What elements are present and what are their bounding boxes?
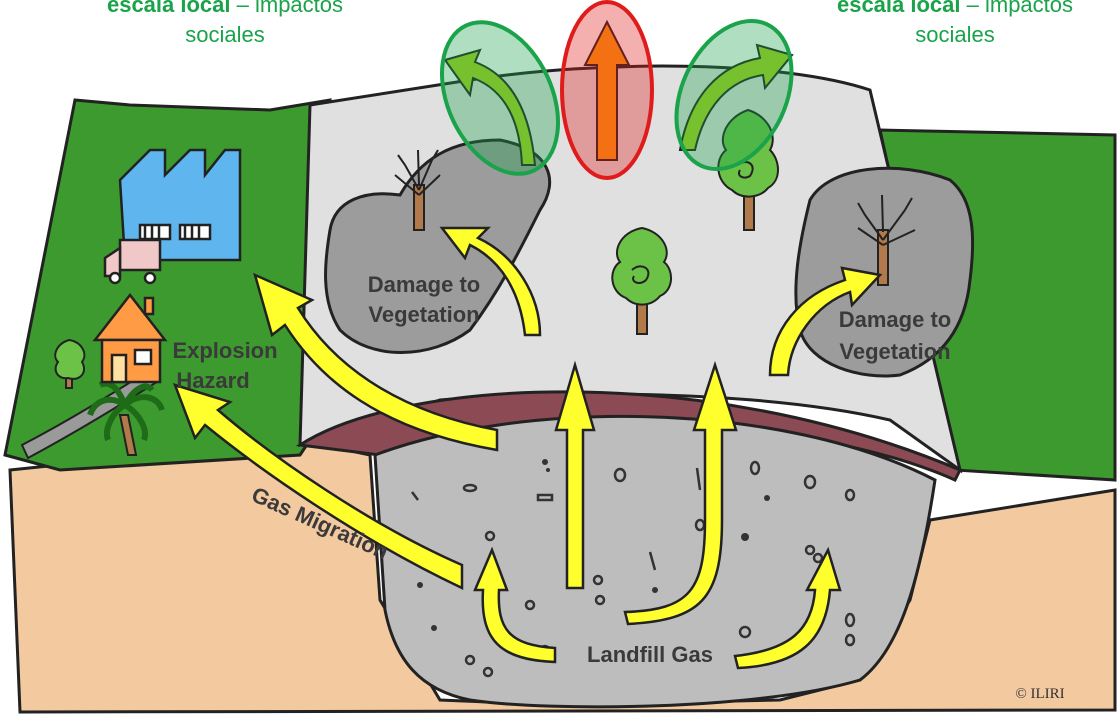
- header-left-rest: – impactos: [231, 0, 344, 17]
- label-damage-right-line2: Vegetation: [839, 339, 950, 364]
- left-grass-terrain: [5, 100, 330, 470]
- label-explosion-line2: Hazard: [176, 368, 249, 393]
- header-right: escala local – impactos sociales: [790, 0, 1120, 50]
- label-copyright: © ILIRI: [1015, 686, 1064, 702]
- header-right-rest: – impactos: [961, 0, 1074, 17]
- header-left-line2: sociales: [60, 20, 390, 50]
- label-damage-right-line1: Damage to: [839, 307, 951, 332]
- header-right-bold: escala local: [837, 0, 961, 17]
- header-right-line2: sociales: [790, 20, 1120, 50]
- label-damage-left-line1: Damage to: [368, 272, 480, 297]
- highlight-center: [562, 2, 652, 178]
- header-left-bold: escala local: [107, 0, 231, 17]
- label-damage-left-line2: Vegetation: [368, 302, 479, 327]
- header-left: escala local – impactos sociales: [60, 0, 390, 50]
- label-explosion-line1: Explosion: [172, 338, 277, 363]
- label-landfill-gas: Landfill Gas: [587, 642, 713, 667]
